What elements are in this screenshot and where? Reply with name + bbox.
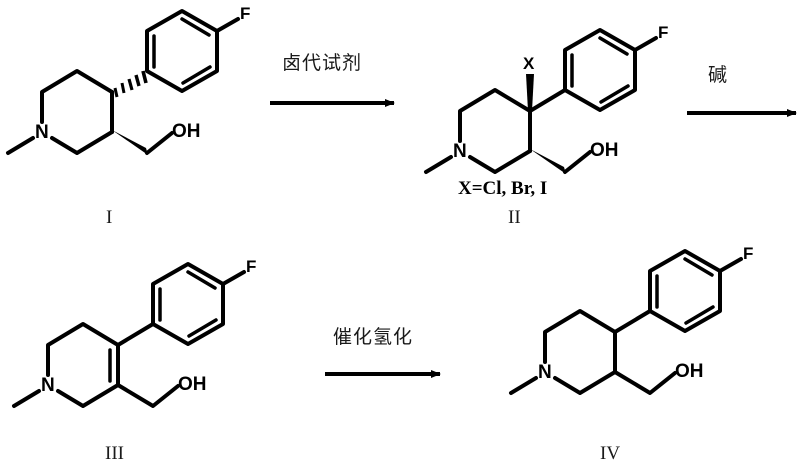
structure-3-nitrogen-label: N xyxy=(41,375,55,396)
structure-1-bold-wedge xyxy=(112,130,148,155)
structure-4-roman-label: IV xyxy=(600,443,621,464)
structure-1-drawing xyxy=(6,9,240,155)
structure-2-halogen-wedge xyxy=(526,74,534,111)
structure-1-fluorine-label: F xyxy=(240,4,251,23)
structure-4-nitrogen-label: N xyxy=(538,362,552,383)
structure-2-roman-label: II xyxy=(508,207,521,228)
structure-2-hydroxyl-label: OH xyxy=(590,140,619,161)
structure-2-halogen-label: X xyxy=(523,54,535,73)
structure-1-hashed-wedge xyxy=(113,70,148,98)
structure-4-fluorine-label: F xyxy=(743,244,754,263)
structure-2-bold-wedge xyxy=(530,149,566,174)
structure-4-hydroxyl-label: OH xyxy=(675,361,704,382)
structure-2-hydroxymethyl xyxy=(563,150,592,174)
structure-3-roman-label: III xyxy=(105,443,124,464)
arrow-1-condition-label: 卤代试剂 xyxy=(282,52,363,74)
structure-1-hydroxyl-label: OH xyxy=(172,121,201,142)
structure-4-drawing xyxy=(509,249,743,395)
structure-1-roman-label: I xyxy=(106,207,113,228)
structure-2-halogen-definition: X=Cl, Br, I xyxy=(458,178,548,199)
structure-3-drawing xyxy=(12,262,246,408)
structure-1-nitrogen-label: N xyxy=(35,122,49,143)
arrow-3-condition-label: 催化氢化 xyxy=(333,326,414,348)
arrow-2-condition-label: 碱 xyxy=(708,64,729,86)
structure-2-fluorine-label: F xyxy=(658,23,669,42)
structure-1-hydroxymethyl xyxy=(145,131,174,155)
structure-3-hydroxyl-label: OH xyxy=(178,374,207,395)
structure-2-nitrogen-label: N xyxy=(453,141,467,162)
structure-2-drawing xyxy=(424,28,658,174)
structure-3-fluorine-label: F xyxy=(246,257,257,276)
